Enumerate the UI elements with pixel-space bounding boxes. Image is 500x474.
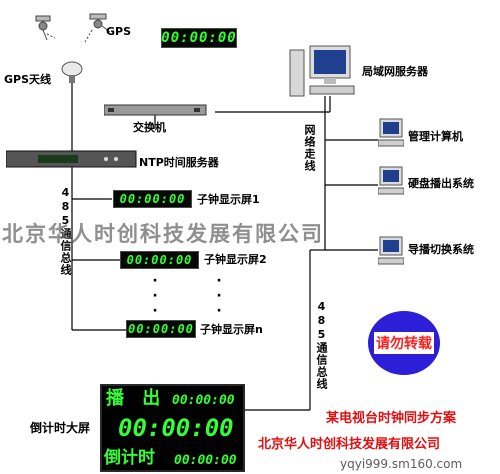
slave-clock-2-display: 00:00:00	[120, 251, 199, 269]
gps-label: GPS	[106, 25, 132, 38]
slave-clock-1-label: 子钟显示屏1	[197, 193, 260, 206]
no-repost-stamp-text: 请勿转载	[374, 332, 434, 354]
director-switch-icon	[378, 236, 404, 265]
ellipsis-dots: ···	[152, 273, 158, 319]
scheme-company: 北京华人时创科技发展有限公司	[258, 437, 441, 452]
lan-server-label: 局域网服务器	[362, 65, 428, 78]
watermark-site: yqyi999.sm160.com	[340, 457, 463, 471]
disk-playout-label: 硬盘播出系统	[408, 177, 474, 190]
countdown-row1-time: 00:00:00	[172, 393, 235, 408]
slave-clock-2-label: 子钟显示屏2	[204, 253, 267, 266]
countdown-big-display: 播 出 00:00:00 00:00:00 倒计时 00:00:00	[100, 384, 245, 472]
gps-antenna-label: GPS天线	[4, 73, 52, 86]
gps-antenna-icon	[61, 61, 83, 83]
watermark-text: 北京华人时创科技发展有限公司	[2, 222, 324, 246]
satellite-icon	[35, 13, 111, 43]
ntp-server-label: NTP时间服务器	[139, 156, 219, 169]
bus-485-left-label: 485通信总线	[59, 186, 72, 276]
countdown-caption: 倒计时大屏	[30, 421, 91, 435]
countdown-row1-label: 播 出	[106, 388, 167, 409]
slave-clock-1-display: 00:00:00	[113, 190, 192, 208]
director-switch-label: 导播切换系统	[408, 243, 474, 256]
bus-485-right-label: 485通信总线	[315, 300, 328, 390]
disk-playout-icon	[378, 166, 404, 195]
ntp-server-icon	[6, 150, 137, 168]
countdown-row3-label: 倒计时	[104, 448, 155, 468]
switch-icon	[104, 104, 207, 116]
top-clock-display: 00:00:00	[161, 28, 237, 48]
countdown-row2-time: 00:00:00	[118, 414, 234, 442]
scheme-title: 某电视台时钟同步方案	[326, 411, 457, 426]
slave-clock-n-label: 子钟显示屏n	[200, 323, 263, 336]
management-computer-label: 管理计算机	[408, 130, 463, 143]
countdown-row3-time: 00:00:00	[174, 453, 237, 468]
lan-server-icon	[289, 45, 355, 97]
no-repost-stamp: 请勿转载	[368, 311, 440, 375]
network-bus-label: 网络走线	[303, 124, 316, 172]
slave-clock-n-display: 00:00:00	[126, 320, 196, 338]
management-computer-icon	[378, 118, 404, 147]
ellipsis-dots: ···	[216, 273, 222, 319]
switch-label: 交换机	[133, 121, 166, 134]
